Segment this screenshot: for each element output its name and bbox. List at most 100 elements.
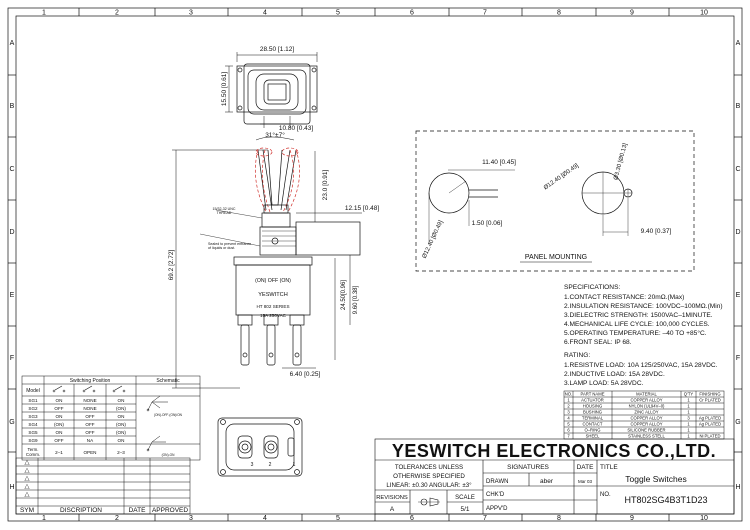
switching-cell: (ON): [116, 430, 126, 435]
switching-cell: ON: [118, 414, 125, 419]
rating-item: 1.RESISTIVE LOAD: 10A 125/250VAC, 15A 28…: [564, 362, 718, 369]
spec-item: 2.INSULATION RESISTANCE: 100VDC–100MΩ.(M…: [564, 303, 723, 310]
rating-item: 2.INDUCTIVE LOAD: 15A 28VDC.: [564, 371, 665, 378]
bottom-terminal-label: 1: [293, 462, 296, 468]
panel-dim-flat: 1.50 [0.06]: [472, 220, 503, 227]
parts-cell: 6: [567, 428, 570, 433]
term-value: OPEN: [83, 450, 96, 455]
schematic-symbol-1: [146, 395, 168, 412]
parts-header: Q'TY: [684, 392, 694, 397]
switching-cell: OFF: [85, 430, 94, 435]
switching-cell: SG9: [28, 438, 38, 443]
term-label: Term.Comm.: [26, 447, 40, 457]
parts-cell: NYLON (UL94V–0): [629, 404, 665, 409]
parts-table: [563, 390, 725, 440]
company-name: YESWITCH ELECTRONICS CO.,LTD.: [392, 441, 716, 461]
row-ticks: [8, 74, 742, 453]
spec-item: 1.CONTACT RESISTANCE: 20mΩ.(Max): [564, 294, 684, 301]
switching-cell: ON: [56, 430, 63, 435]
col-label: 8: [557, 10, 561, 17]
approved-label: APPV'D: [486, 506, 508, 512]
switching-cell: NA: [87, 438, 94, 443]
parts-cell: 3: [567, 410, 570, 415]
col-label: 9: [630, 10, 634, 17]
row-label: F: [10, 355, 14, 362]
parts-header: NO.: [565, 392, 572, 397]
col-label: 8: [557, 515, 561, 522]
term-value: 2–3: [117, 450, 125, 455]
row-label: A: [10, 40, 15, 47]
spec-item: 6.FRONT SEAL: IP 68.: [564, 339, 632, 346]
switching-cell: (ON): [116, 406, 126, 411]
row-label: C: [9, 166, 14, 173]
col-label: 10: [700, 515, 708, 522]
top-view: [225, 52, 318, 128]
schematic-symbol-2: [146, 435, 166, 452]
part-number: HT802SG4B3T1D23: [624, 495, 707, 505]
col-label: 10: [700, 10, 708, 17]
parts-cell: Ni PLATED: [699, 434, 720, 439]
col-label: 2: [115, 10, 119, 17]
parts-cell: O–RING: [584, 428, 600, 433]
bottom-terminal-label: 2: [269, 462, 272, 468]
specs-title: SPECIFICATIONS:: [564, 284, 620, 291]
parts-header: PART NAME: [581, 392, 605, 397]
parts-cell: STAINLESS STELL: [628, 434, 665, 439]
parts-cell: 1: [687, 410, 690, 415]
title-header: TITLE: [600, 464, 618, 471]
lever-alt-positions: [254, 147, 300, 213]
row-label: B: [736, 103, 741, 110]
switching-cell: SG2: [28, 406, 38, 411]
parts-cell: Cr PLATED: [699, 398, 721, 403]
row-label: A: [736, 40, 741, 47]
rev-mark: △: [25, 475, 31, 482]
date-header: DATE: [577, 464, 595, 471]
parts-cell: 7: [567, 434, 570, 439]
switching-group-header: Switching Position: [70, 378, 111, 384]
parts-cell: ZINC ALLOY: [634, 410, 658, 415]
row-label: H: [735, 484, 740, 491]
tolerance-line2: OTHERWISE SPECIFIED: [393, 473, 465, 480]
dim-bushing-height: 24.50[0.96]: [341, 280, 347, 310]
col-label: 3: [189, 10, 193, 17]
switching-cell: OFF: [85, 422, 94, 427]
col-label: 7: [483, 10, 487, 17]
revision-value: A: [390, 506, 395, 513]
row-label: G: [9, 419, 14, 426]
switching-cell: OFF: [85, 414, 94, 419]
parts-cell: 3: [687, 416, 690, 421]
row-label: E: [10, 292, 15, 299]
parts-cell: COPPER ALLOY: [630, 422, 662, 427]
body-label-line3: HT 802 SERIES: [256, 304, 289, 309]
term-value: 2–1: [55, 450, 63, 455]
bottom-view: [217, 417, 303, 477]
col-label: 5: [336, 10, 340, 17]
grid-labels: 1 2 3 4 5 6 7 8 9 10 1 2 3 4 5 6 7 8 9 1…: [9, 10, 740, 523]
parts-cell: ACTUATOR: [581, 398, 604, 403]
rating-item: 3.LAMP LOAD: 5A 28VDC.: [564, 380, 644, 387]
rev-header-desc: DISCRIPTION: [60, 507, 102, 514]
parts-cell: 1: [687, 428, 690, 433]
rev-mark: △: [25, 483, 31, 490]
parts-cell: Ag PLATED: [699, 422, 721, 427]
parts-cell: COPPER ALLOY: [630, 416, 662, 421]
parts-header: MATERIAL: [636, 392, 657, 397]
switching-cell: SG3: [28, 414, 38, 419]
parts-cell: TERMINAL: [582, 416, 604, 421]
panel-dim-small-hole: Ø3.30 [Ø0.13]: [613, 142, 629, 180]
switching-cell: ON: [56, 414, 63, 419]
switching-cell: (ON): [54, 422, 64, 427]
drawn-by: aber: [540, 478, 554, 485]
panel-dim-width: 11.40 [0.45]: [482, 159, 516, 166]
parts-cell: 4: [567, 416, 570, 421]
schematic-header: Schematic: [156, 378, 180, 384]
col-label: 2: [115, 515, 119, 522]
body-label-line2: YESWITCH: [258, 292, 288, 298]
row-label: D: [735, 229, 740, 236]
switching-cell: NONE: [83, 406, 96, 411]
rev-mark: △: [25, 491, 31, 498]
parts-cell: HOUSING: [583, 404, 603, 409]
switching-cell: SG1: [28, 398, 38, 403]
